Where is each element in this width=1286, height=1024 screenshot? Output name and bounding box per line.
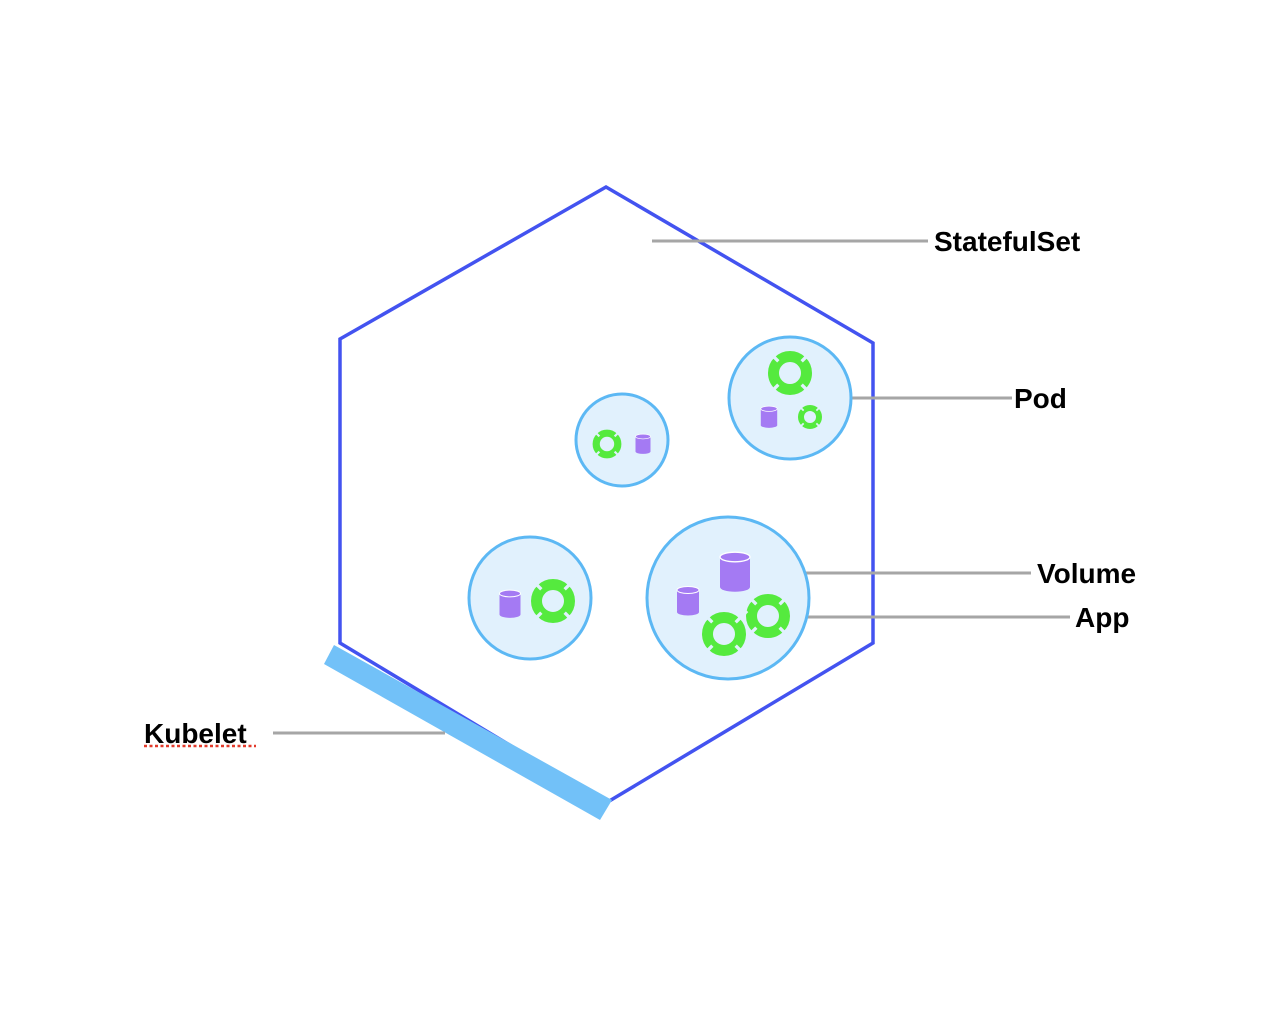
- volume-icon: [719, 551, 751, 593]
- pod-bottom-right: [645, 515, 811, 681]
- volume-icon: [676, 585, 700, 617]
- volume-icon: [635, 433, 651, 455]
- kubelet-bar: [324, 645, 612, 820]
- app-label: App: [1075, 602, 1129, 633]
- volume-icon: [499, 589, 521, 619]
- kubelet-label: Kubelet: [144, 718, 247, 749]
- pod-top-right: [727, 335, 853, 461]
- pod-middle: [574, 392, 670, 488]
- volume-icon: [760, 405, 778, 429]
- statefulset-label: StatefulSet: [934, 226, 1080, 257]
- pod-bottom-left: [467, 535, 593, 661]
- pod-label: Pod: [1014, 383, 1067, 414]
- volume-label: Volume: [1037, 558, 1136, 589]
